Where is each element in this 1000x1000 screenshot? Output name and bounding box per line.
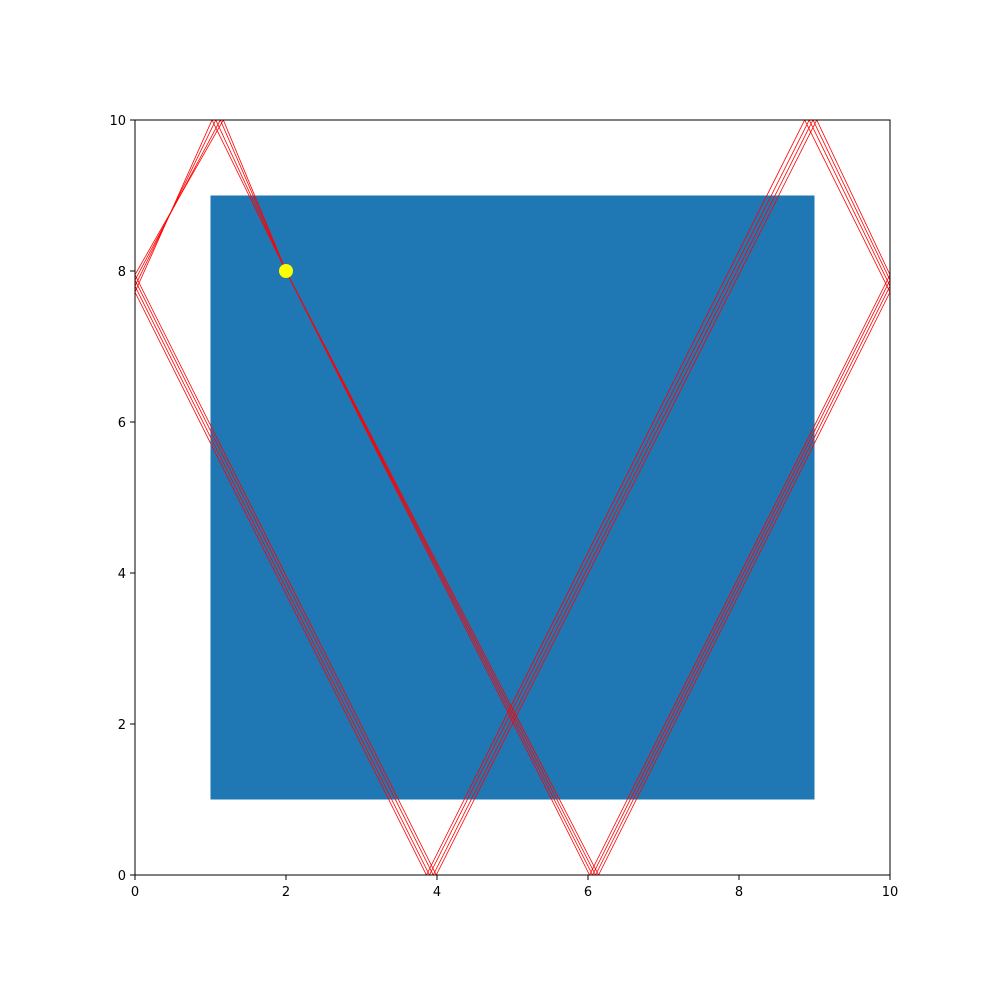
axes-border [134, 119, 891, 876]
ray-path-2 [135, 120, 890, 875]
blue-rectangle [210, 195, 815, 800]
ray-path-3 [135, 120, 890, 875]
x-tick-label: 2 [282, 885, 290, 900]
start-point-marker [279, 264, 293, 278]
x-tick-label: 6 [584, 885, 592, 900]
y-tick-label: 2 [118, 718, 126, 733]
y-axis: 0 2 4 6 8 10 [109, 114, 135, 884]
x-tick-label: 0 [131, 885, 139, 900]
y-tick-label: 8 [118, 265, 126, 280]
y-tick-label: 6 [118, 416, 126, 431]
ray-path-1 [135, 120, 890, 875]
ray-path-4 [135, 120, 890, 875]
start-marker-layer [279, 264, 293, 278]
plot-area [135, 120, 890, 875]
x-axis: 0 2 4 6 8 10 [131, 875, 898, 900]
y-tick-label: 0 [118, 869, 126, 884]
axes-frame [134, 119, 891, 876]
ray-paths [135, 120, 890, 875]
x-tick-label: 10 [882, 885, 899, 900]
y-tick-label: 10 [109, 114, 126, 129]
x-tick-label: 8 [735, 885, 743, 900]
y-tick-label: 4 [118, 567, 126, 582]
x-tick-label: 4 [433, 885, 441, 900]
